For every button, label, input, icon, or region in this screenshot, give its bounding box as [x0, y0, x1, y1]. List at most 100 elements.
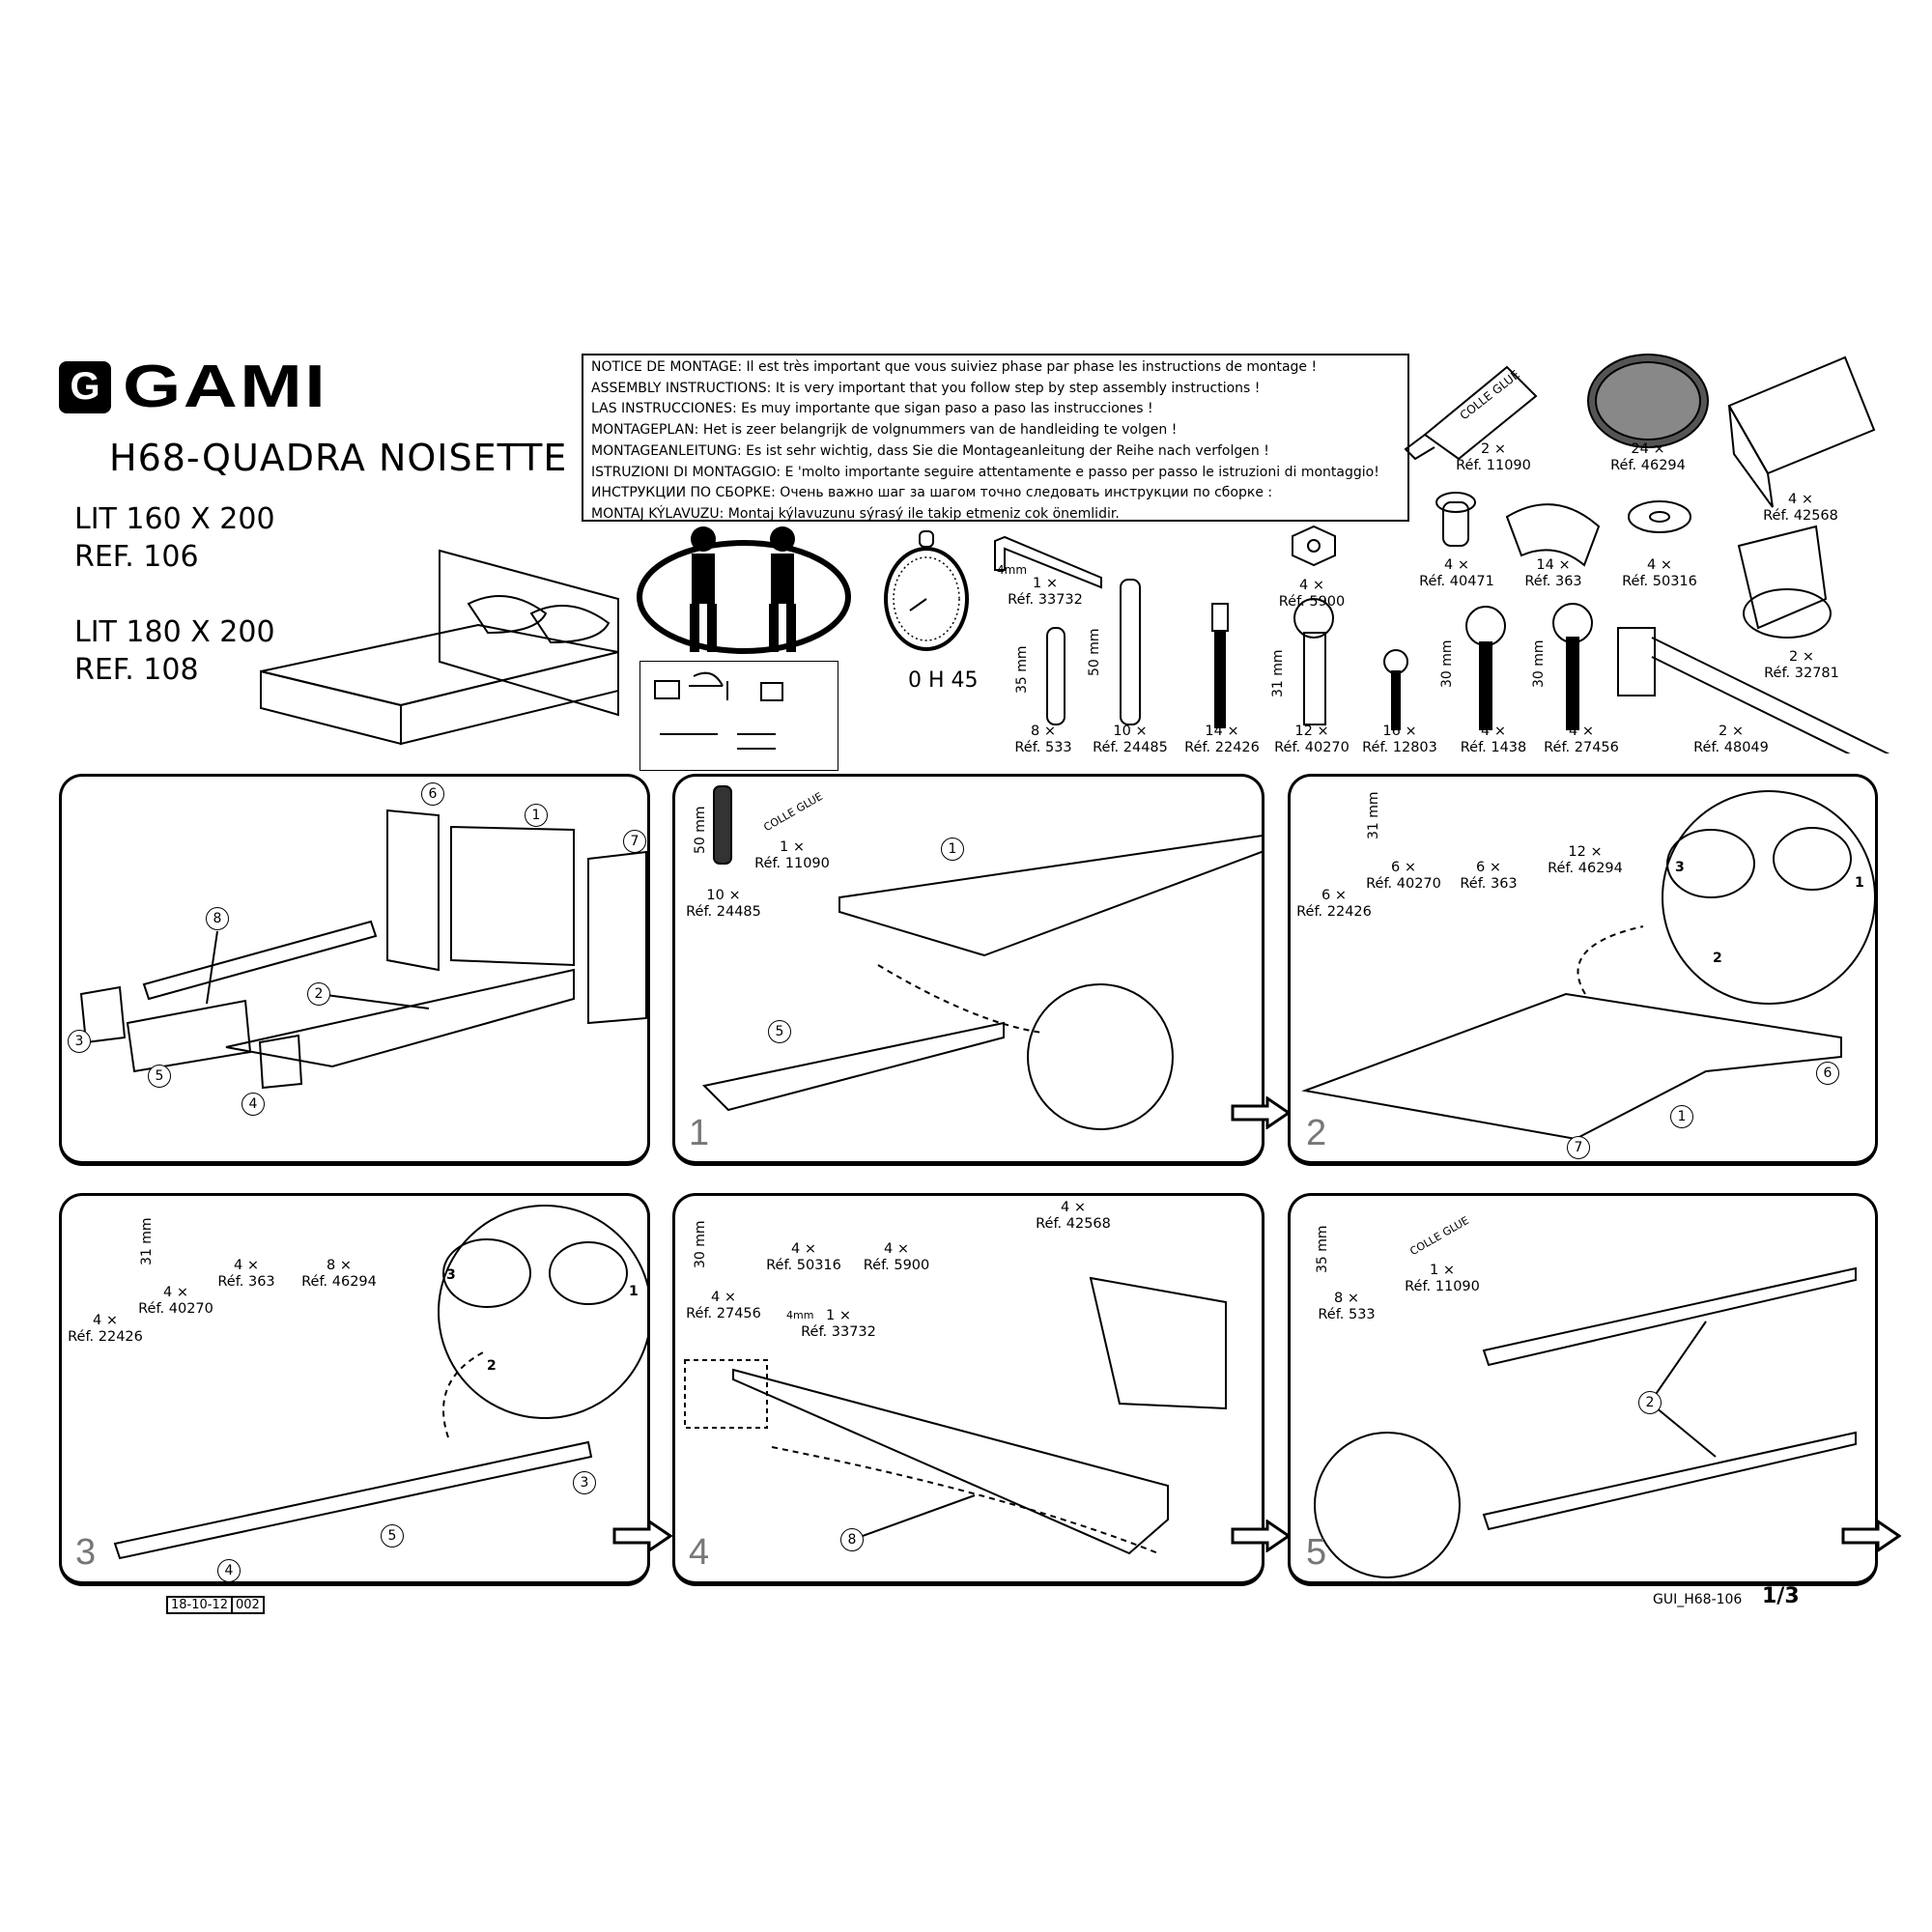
callout-1: 1: [1670, 1105, 1693, 1128]
step-1-dowels: 10 ×Réf. 24485: [686, 888, 761, 921]
notice-line-de: MONTAGEANLEITUNG: Es ist sehr wichtig, d…: [591, 442, 1269, 459]
notice-line-tr: MONTAJ KÝLAVUZU: Montaj kýlavuzunu sýras…: [591, 505, 1120, 522]
callout-6: 6: [421, 782, 444, 806]
sequence-1: 1: [629, 1284, 639, 1299]
callout-5: 5: [148, 1065, 171, 1088]
part-qty: 4 ×: [234, 1258, 259, 1273]
part-ref: Réf. 33732: [801, 1324, 876, 1340]
variant-size-1: LIT 160 X 200: [74, 502, 275, 536]
step-3-drawing: [113, 1205, 647, 1560]
step-3-bolts: 4 ×Réf. 22426: [68, 1313, 143, 1346]
part-qty: 4 ×: [93, 1313, 118, 1328]
glue-tube-icon: [1404, 365, 1538, 461]
part-ref: Réf. 27456: [686, 1306, 761, 1321]
callout-2: 2: [307, 982, 330, 1006]
part-46294: 24 ×Réf. 46294: [1610, 441, 1686, 474]
part-ref: Réf. 33732: [1008, 592, 1083, 608]
part-qty: 16 ×: [1382, 724, 1417, 739]
connector-bolt-icon: [1211, 603, 1229, 728]
callout-6: 6: [1816, 1062, 1839, 1085]
step-1-panel: 50 mm 1 ×Réf. 11090 COLLE GLUE 10 ×Réf. …: [672, 774, 1291, 1166]
callout-3: 3: [573, 1471, 596, 1494]
step-1-glue: 1 ×Réf. 11090: [754, 839, 830, 872]
gami-logo: G GAMI: [59, 353, 326, 421]
callout-3: 3: [68, 1030, 91, 1053]
notice-line-fr: NOTICE DE MONTAGE: Il est très important…: [591, 359, 1318, 375]
part-32781: 2 ×Réf. 32781: [1764, 649, 1839, 682]
part-42568: 4 ×Réf. 42568: [1763, 492, 1838, 525]
step-number: 3: [75, 1532, 97, 1573]
allen-key-size: 4mm: [786, 1309, 814, 1321]
washer-icon: [1628, 500, 1691, 533]
part-qty: 10 ×: [1113, 724, 1148, 739]
part-ref: Réf. 40270: [1274, 740, 1350, 755]
corner-bracket-icon: [1727, 355, 1876, 508]
part-qty: 14 ×: [1205, 724, 1239, 739]
part-363: 14 ×Réf. 363: [1524, 557, 1581, 590]
part-ref: Réf. 40270: [138, 1301, 213, 1317]
size-35mm: 35 mm: [1315, 1225, 1330, 1273]
step-4-allen-key: 1 ×Réf. 33732: [801, 1308, 876, 1341]
part-qty: 4 ×: [1061, 1200, 1086, 1215]
part-ref: Réf. 11090: [754, 856, 830, 871]
callout-4: 4: [242, 1093, 265, 1116]
part-ref: Réf. 40471: [1419, 574, 1494, 589]
callout-5: 5: [768, 1020, 791, 1043]
part-qty: 24 ×: [1631, 441, 1665, 457]
variant-size-2: LIT 180 X 200: [74, 615, 275, 649]
step-2-washers: 6 ×Réf. 363: [1460, 860, 1517, 893]
next-step-arrow-icon: [1231, 1520, 1291, 1552]
part-ref: Réf. 22426: [1296, 904, 1372, 920]
part-qty: 4 ×: [791, 1241, 816, 1257]
part-5900: 4 ×Réf. 5900: [1279, 578, 1346, 611]
assembly-notice: NOTICE DE MONTAGE: Il est très important…: [582, 354, 1409, 522]
part-qty: 1 ×: [1430, 1263, 1455, 1278]
part-ref: Réf. 32781: [1764, 666, 1839, 681]
step-number: 5: [1306, 1532, 1327, 1573]
part-qty: 1 ×: [1033, 576, 1058, 591]
bolt-1438-icon: [1465, 606, 1506, 730]
stopwatch-icon: [884, 530, 969, 651]
revision-box: 18-10-12 002: [166, 1596, 265, 1614]
hardware-icons: [994, 354, 1890, 753]
overview-panel: 6 1 7 8 2 3 5 4: [59, 774, 650, 1166]
part-qty: 4 ×: [711, 1290, 736, 1305]
size-31mm: 31 mm: [139, 1217, 155, 1265]
step-number: 2: [1306, 1113, 1327, 1153]
part-ref: Réf. 40270: [1366, 876, 1441, 892]
allen-key-icon: [994, 535, 1102, 589]
next-step-arrow-icon: [612, 1520, 672, 1552]
part-qty: 4 ×: [163, 1285, 188, 1300]
nut-icon: [1292, 525, 1336, 567]
sequence-3: 3: [446, 1267, 456, 1283]
size-31mm: 31 mm: [1270, 649, 1286, 697]
dowel-35-icon: [1046, 627, 1065, 725]
part-qty: 4 ×: [884, 1241, 909, 1257]
revision-version: 002: [231, 1598, 263, 1612]
cam-lock-icon: [1435, 492, 1476, 547]
document-code: GUI_H68-106: [1653, 1592, 1743, 1607]
callout-4: 4: [217, 1559, 241, 1582]
callout-7: 7: [1567, 1136, 1590, 1159]
step-1-drawing: [701, 785, 1262, 1130]
callout-8: 8: [206, 907, 229, 930]
part-24485: 10 ×Réf. 24485: [1093, 724, 1168, 756]
part-ref: Réf. 533: [1014, 740, 1072, 755]
step-4-washers: 4 ×Réf. 50316: [766, 1241, 841, 1274]
part-ref: Réf. 46294: [301, 1274, 377, 1290]
part-qty: 4 ×: [1444, 557, 1469, 573]
step-5-glue: 1 ×Réf. 11090: [1405, 1263, 1480, 1295]
part-ref: Réf. 24485: [686, 904, 761, 920]
washer-cover-icon: [1505, 503, 1601, 567]
step-number: 4: [689, 1532, 710, 1573]
sequence-2: 2: [487, 1358, 497, 1374]
next-step-arrow-icon: [1841, 1520, 1901, 1552]
size-30mm-27456: 30 mm: [1531, 639, 1547, 688]
part-ref: Réf. 5900: [863, 1258, 930, 1273]
part-50316: 4 ×Réf. 50316: [1622, 557, 1697, 590]
part-qty: 6 ×: [1321, 888, 1347, 903]
bracket-small-icon: [1737, 525, 1832, 639]
bed-rail-icon: [1617, 627, 1890, 753]
part-12803: 16 ×Réf. 12803: [1362, 724, 1437, 756]
part-11090: 2 ×Réf. 11090: [1456, 441, 1531, 474]
